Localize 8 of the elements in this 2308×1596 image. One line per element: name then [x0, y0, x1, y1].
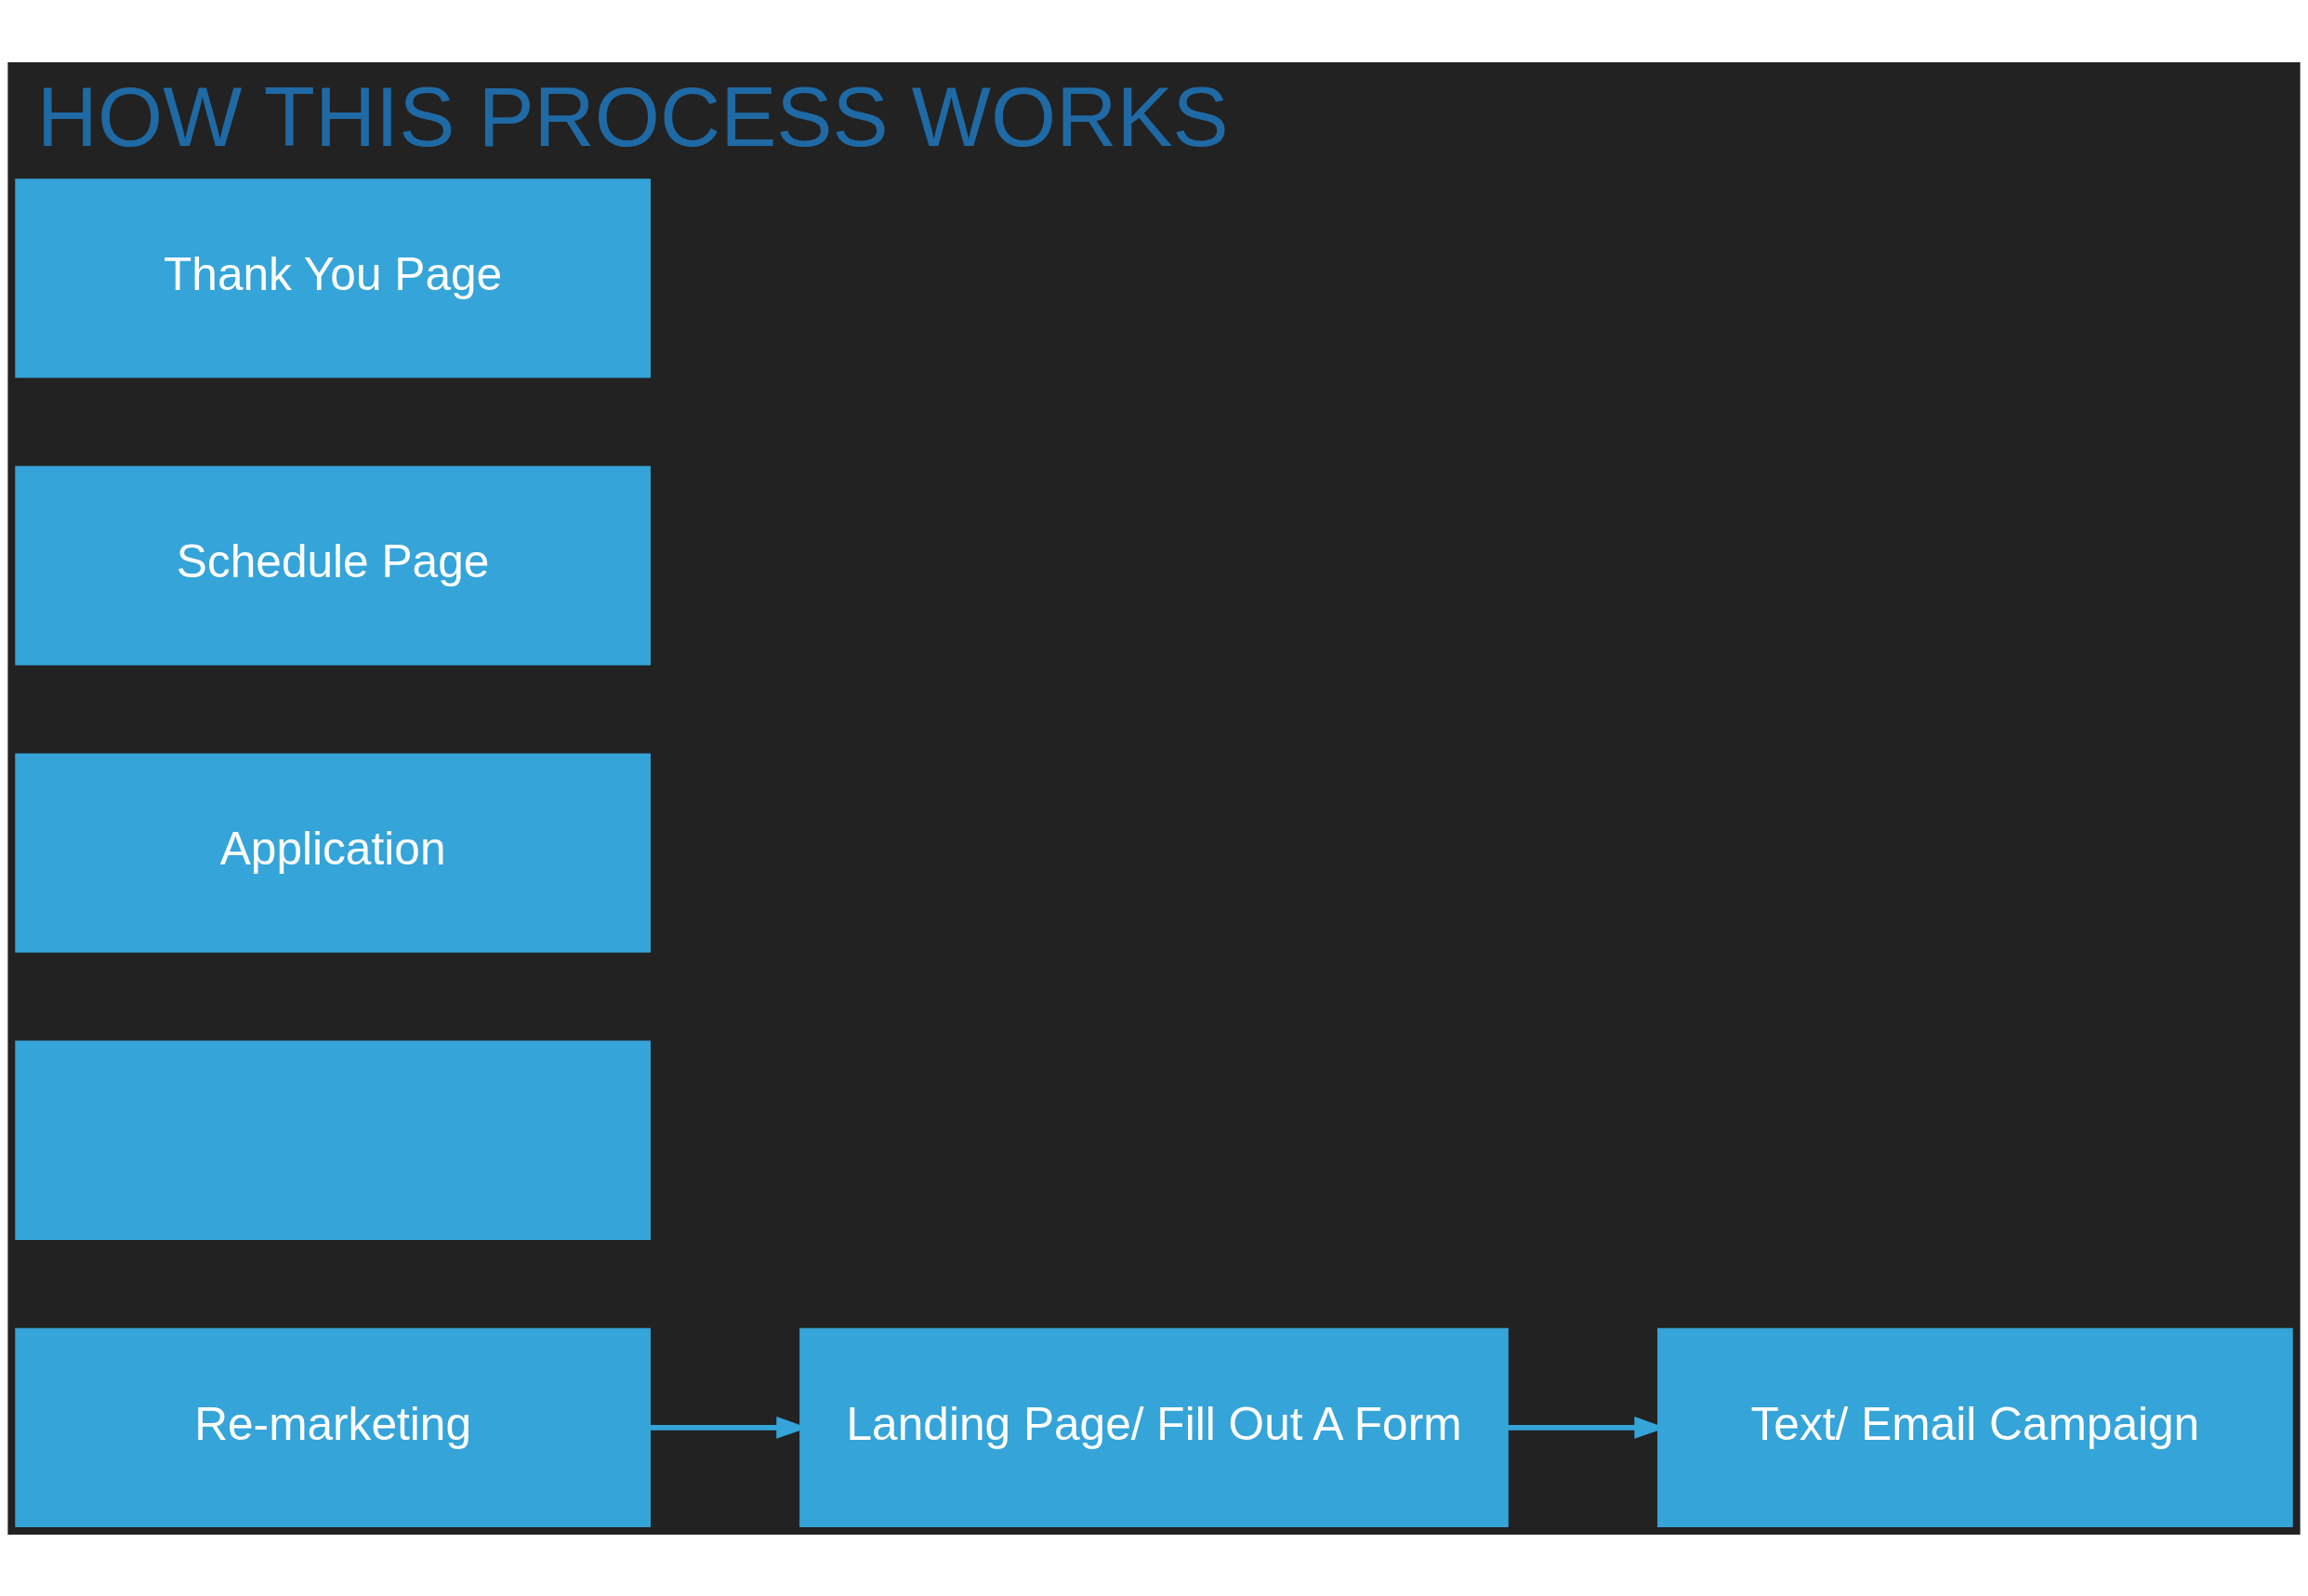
- diagram-title: HOW THIS PROCESS WORKS: [36, 69, 1229, 164]
- node-box: Thank You Page: [15, 178, 651, 378]
- node-box: [15, 1040, 651, 1240]
- node-box: Application: [15, 753, 651, 953]
- node-box: Landing Page/ Fill Out A Form: [799, 1327, 1509, 1527]
- node-box: Schedule Page: [15, 465, 651, 666]
- node-box: Re-marketing: [15, 1327, 651, 1527]
- node-box: Text/ Email Campaign: [1657, 1327, 2293, 1527]
